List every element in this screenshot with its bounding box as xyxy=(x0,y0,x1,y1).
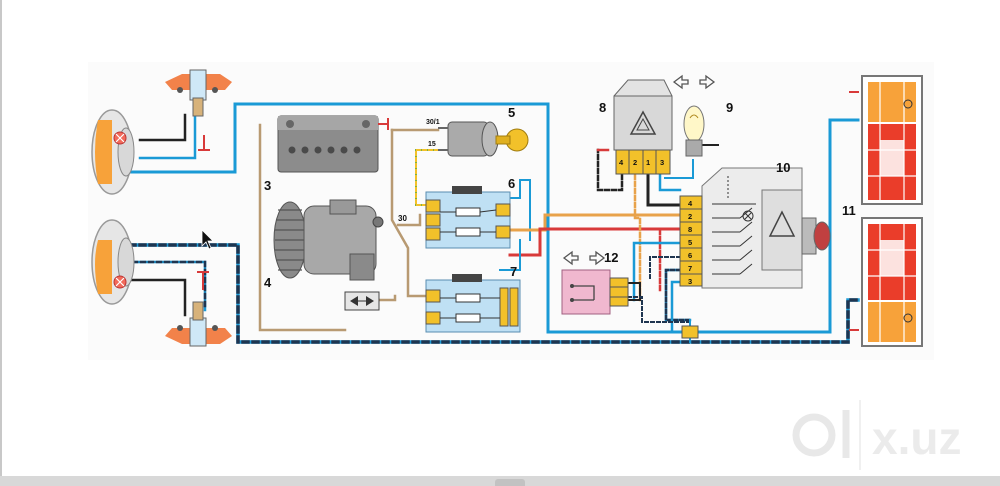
ground-symbol xyxy=(197,271,209,290)
label-6: 6 xyxy=(508,176,515,191)
label-5: 5 xyxy=(508,105,515,120)
wiring-diagram: 3 4 30 5 30/1 15 xyxy=(91,69,962,470)
indicator-lamp-9 xyxy=(683,105,705,157)
mouse-cursor-icon xyxy=(201,229,214,250)
wire-front-upper-black xyxy=(138,113,187,142)
sw10-pin-6: 3 xyxy=(688,277,692,286)
hazard-triangle-icon xyxy=(629,110,657,135)
hazard-switch-10 xyxy=(679,167,831,289)
sw10-pin-3: 5 xyxy=(688,238,692,247)
wire-tan-gen xyxy=(390,128,432,298)
wire-relay8-pin4 xyxy=(596,148,624,192)
fuse-icon xyxy=(455,227,481,237)
fuse-icon xyxy=(455,313,481,323)
sw10-pin-4: 6 xyxy=(688,251,692,260)
wire-relay8-pin2 xyxy=(633,173,642,302)
label-4: 4 xyxy=(264,275,272,290)
bottom-scrollbar[interactable] xyxy=(0,476,1000,486)
fuse-icon xyxy=(455,207,481,217)
lamp-symbol-icon xyxy=(742,210,754,222)
turn-switch-12 xyxy=(561,269,629,315)
wire-lamp9 xyxy=(664,159,694,179)
sw10-pin-2: 8 xyxy=(688,225,692,234)
front-turn-signal-lower xyxy=(91,219,135,305)
wire-relay8-pin3 xyxy=(658,173,682,192)
rear-lamp-upper xyxy=(861,75,923,205)
relay8-pin-0: 4 xyxy=(619,158,624,167)
relay8-pin-1: 2 xyxy=(633,158,637,167)
sw10-pin-1: 2 xyxy=(688,212,692,221)
wires xyxy=(123,91,860,344)
watermark-logo: x.uz xyxy=(792,400,961,470)
scroll-handle[interactable] xyxy=(495,479,525,486)
connector-block xyxy=(681,325,699,339)
wire-red-pin8 xyxy=(658,227,682,292)
fuse-block-7 xyxy=(425,274,521,333)
side-repeater-lower xyxy=(165,301,232,347)
ignition-switch xyxy=(438,121,529,157)
wire-tan-battery xyxy=(258,123,347,332)
wire-fuse6-blue xyxy=(509,179,531,241)
wire-red-to-10 xyxy=(508,227,682,257)
label-11: 11 xyxy=(842,203,856,218)
watermark-text: x.uz xyxy=(872,412,961,464)
label-9: 9 xyxy=(726,100,733,115)
sw10-pin-5: 7 xyxy=(688,264,692,273)
sw10-pin-0: 4 xyxy=(688,199,693,208)
double-arrow-icon xyxy=(562,250,606,266)
label-3: 3 xyxy=(264,178,271,193)
label-12: 12 xyxy=(604,250,618,265)
wire-blue-top-loop xyxy=(128,102,860,334)
wire-blue-pin5 xyxy=(632,241,682,302)
rear-lamp-lower xyxy=(861,217,923,347)
wire-front-lower-b xyxy=(128,278,187,317)
left-edge xyxy=(0,0,2,476)
label-10: 10 xyxy=(776,160,790,175)
terminal-30-generator: 30 xyxy=(398,214,407,223)
diode-block xyxy=(344,291,380,311)
relay8-pin-2: 1 xyxy=(646,158,650,167)
wire-pin6 xyxy=(649,256,681,281)
fuse-icon xyxy=(455,293,481,303)
flasher-relay-8 xyxy=(613,79,673,175)
wire-relay8-pin1 xyxy=(646,173,682,207)
generator xyxy=(273,199,384,281)
double-arrow-icon xyxy=(672,74,716,90)
terminal-30-1: 30/1 xyxy=(426,119,440,126)
ground-symbol xyxy=(198,135,210,151)
side-repeater-upper xyxy=(165,69,232,117)
relay8-pin-3: 3 xyxy=(660,158,664,167)
wire-pin3 xyxy=(670,280,682,334)
wire-12-out xyxy=(627,282,641,301)
wire-blue-front-upper xyxy=(138,113,197,160)
hazard-triangle-icon xyxy=(768,210,796,237)
front-turn-signal-upper xyxy=(91,109,135,195)
fuse-block-6 xyxy=(425,186,511,249)
label-8: 8 xyxy=(599,100,606,115)
label-7: 7 xyxy=(510,264,517,279)
battery xyxy=(277,115,389,173)
wire-fuse6-orange xyxy=(508,213,682,232)
terminal-15: 15 xyxy=(428,141,436,148)
